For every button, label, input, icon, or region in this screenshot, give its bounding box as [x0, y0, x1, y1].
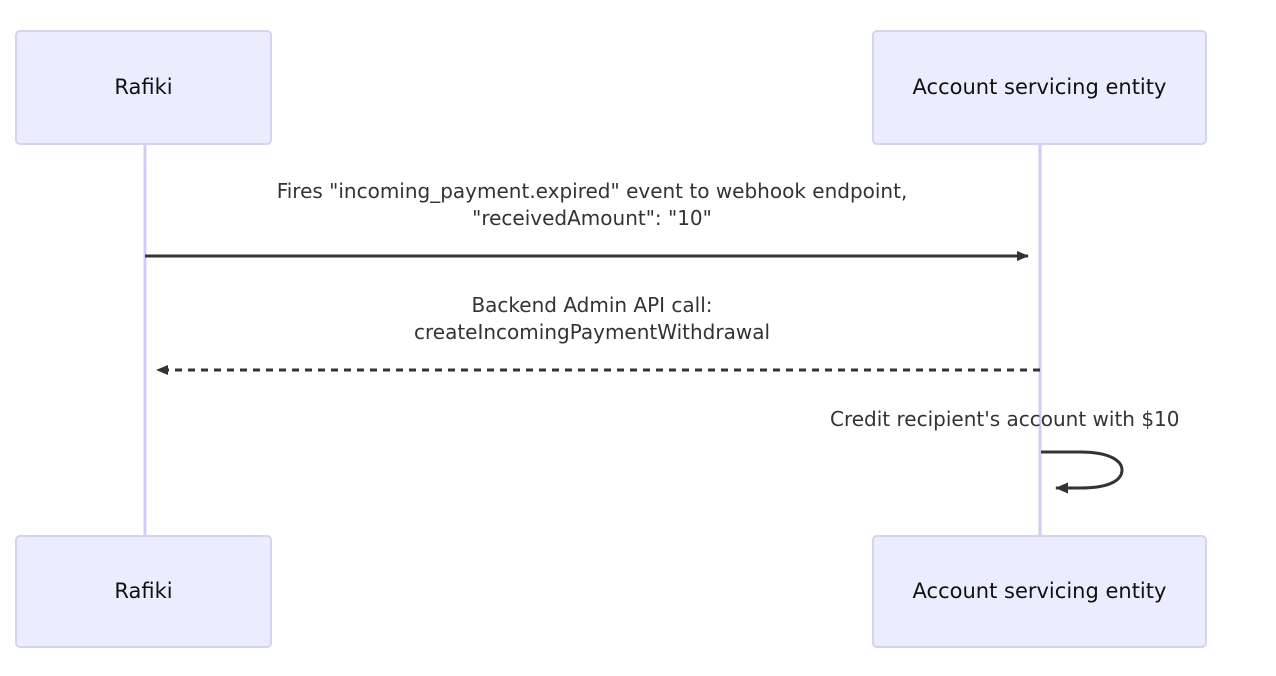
message-label-3-line-1: Credit recipient's account with $10: [830, 407, 1180, 431]
message-label-1-line-2: "receivedAmount": "10": [472, 206, 712, 230]
message-self-loop-3: [1041, 450, 1124, 494]
message-label-2: Backend Admin API call: createIncomingPa…: [92, 292, 1092, 346]
message-label-3-self-loop: Credit recipient's account with $10: [830, 406, 1180, 433]
message-label-2-line-2: createIncomingPaymentWithdrawal: [413, 320, 770, 344]
participant-label-rafiki-bottom: Rafiki: [114, 578, 173, 603]
message-label-1-line-1: Fires "incoming_payment.expired" event t…: [276, 179, 908, 203]
participant-label-rafiki-top: Rafiki: [114, 74, 173, 99]
participant-box-account-servicing-entity-bottom[interactable]: Account servicing entity: [872, 535, 1207, 648]
participant-box-rafiki-bottom[interactable]: Rafiki: [15, 535, 272, 648]
participant-label-account-servicing-entity-bottom: Account servicing entity: [912, 578, 1167, 603]
participant-label-account-servicing-entity-top: Account servicing entity: [912, 74, 1167, 99]
participant-box-rafiki-top[interactable]: Rafiki: [15, 30, 272, 145]
participant-box-account-servicing-entity-top[interactable]: Account servicing entity: [872, 30, 1207, 145]
message-label-1: Fires "incoming_payment.expired" event t…: [92, 178, 1092, 232]
message-label-2-line-1: Backend Admin API call:: [471, 293, 713, 317]
